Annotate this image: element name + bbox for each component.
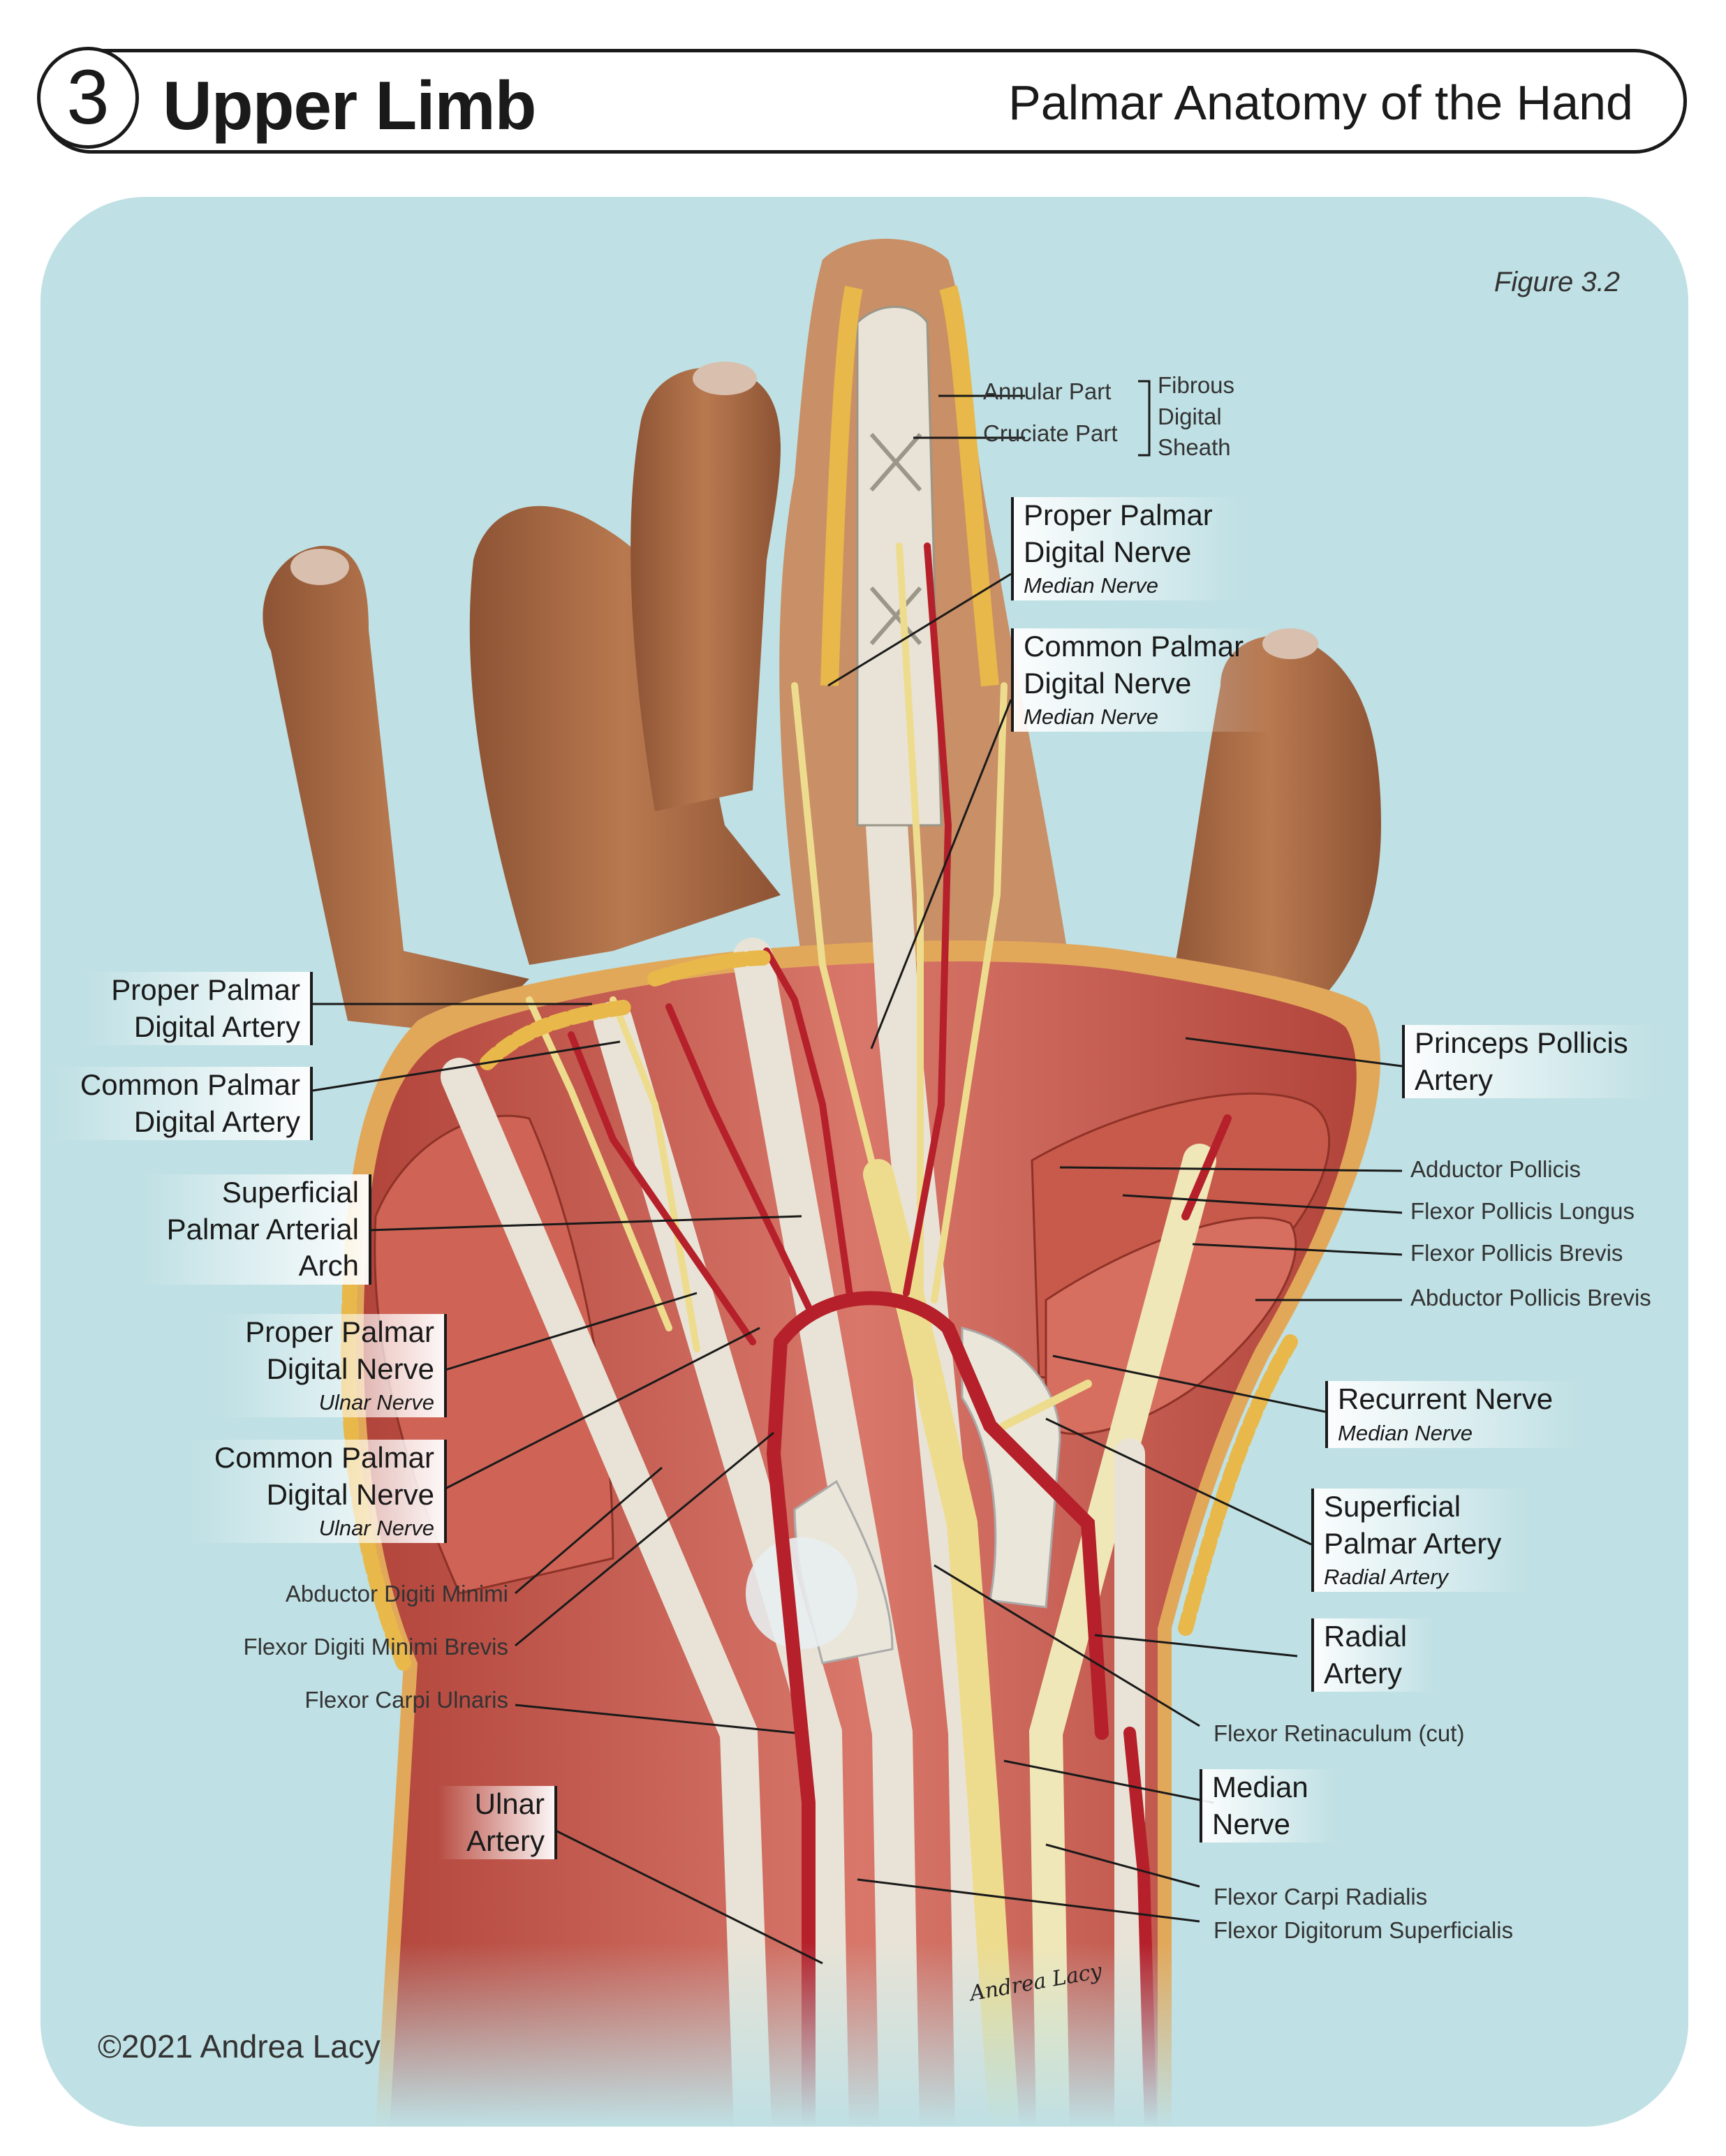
label-flexor-digitorum-superficialis: Flexor Digitorum Superficialis [1214,1917,1514,1943]
label-median-nerve: Median Nerve [1200,1769,1336,1843]
label-adductor-pollicis: Adductor Pollicis [1410,1156,1581,1182]
fat-tissue [341,950,1298,1671]
label-common-palmar-digital-nerve-median: Common Palmar Digital Nerve Median Nerve [1011,628,1272,732]
page-title: Upper Limb [163,67,536,144]
label-proper-palmar-digital-nerve-median: Proper Palmar Digital Nerve Median Nerve [1011,497,1241,601]
label-proper-palmar-digital-artery: Proper Palmar Digital Artery [83,972,313,1045]
label-radial-artery: Radial Artery [1311,1618,1436,1692]
label-flexor-carpi-ulnaris: Flexor Carpi Ulnaris [304,1687,508,1713]
label-abductor-digiti-minimi: Abductor Digiti Minimi [285,1581,508,1607]
figure-number: Figure 3.2 [1493,267,1620,297]
label-fibrous-digital-sheath: Fibrous Digital Sheath [1158,372,1235,461]
label-proper-palmar-digital-nerve-ulnar: Proper Palmar Digital Nerve Ulnar Nerve [217,1314,447,1418]
middle-finger [630,362,781,811]
label-recurrent-nerve: Recurrent Nerve Median Nerve [1325,1381,1581,1448]
label-flexor-carpi-radialis: Flexor Carpi Radialis [1214,1884,1428,1910]
label-flexor-digiti-minimi-brevis: Flexor Digiti Minimi Brevis [243,1634,508,1660]
page-subtitle: Palmar Anatomy of the Hand [1008,75,1633,130]
label-superficial-palmar-arterial-arch: Superficial Palmar Arterial Arch [138,1174,371,1285]
copyright-notice: ©2021 Andrea Lacy [98,2028,381,2065]
label-flexor-pollicis-longus: Flexor Pollicis Longus [1410,1198,1635,1224]
nerves [526,542,1092,2127]
ring-finger [469,505,781,965]
header-banner: 3 Upper Limb Palmar Anatomy of the Hand [37,47,1687,154]
label-common-palmar-digital-nerve-ulnar: Common Palmar Digital Nerve Ulnar Nerve [186,1440,447,1544]
flexor-retinaculum-illus [746,1327,1061,1664]
label-ulnar-artery: Ulnar Artery [438,1786,557,1859]
label-flexor-retinaculum: Flexor Retinaculum (cut) [1214,1720,1465,1746]
illustration-panel: Figure 3.2 Annular Part Cruciate Part Fi… [40,197,1688,2127]
hand-illustration [40,239,1688,2127]
label-cruciate-part: Cruciate Part [983,420,1118,446]
label-abductor-pollicis-brevis: Abductor Pollicis Brevis [1410,1285,1651,1310]
label-princeps-pollicis-artery: Princeps Pollicis Artery [1402,1025,1656,1098]
label-common-palmar-digital-artery: Common Palmar Digital Artery [52,1067,313,1140]
label-annular-part: Annular Part [983,378,1112,404]
leader-lines [312,380,1403,1965]
thumb [1158,628,1381,1049]
label-superficial-palmar-artery: Superficial Palmar Artery Radial Artery [1311,1489,1530,1593]
label-flexor-pollicis-brevis: Flexor Pollicis Brevis [1410,1240,1623,1266]
little-finger [263,545,529,1035]
chapter-number-badge: 3 [37,47,139,149]
